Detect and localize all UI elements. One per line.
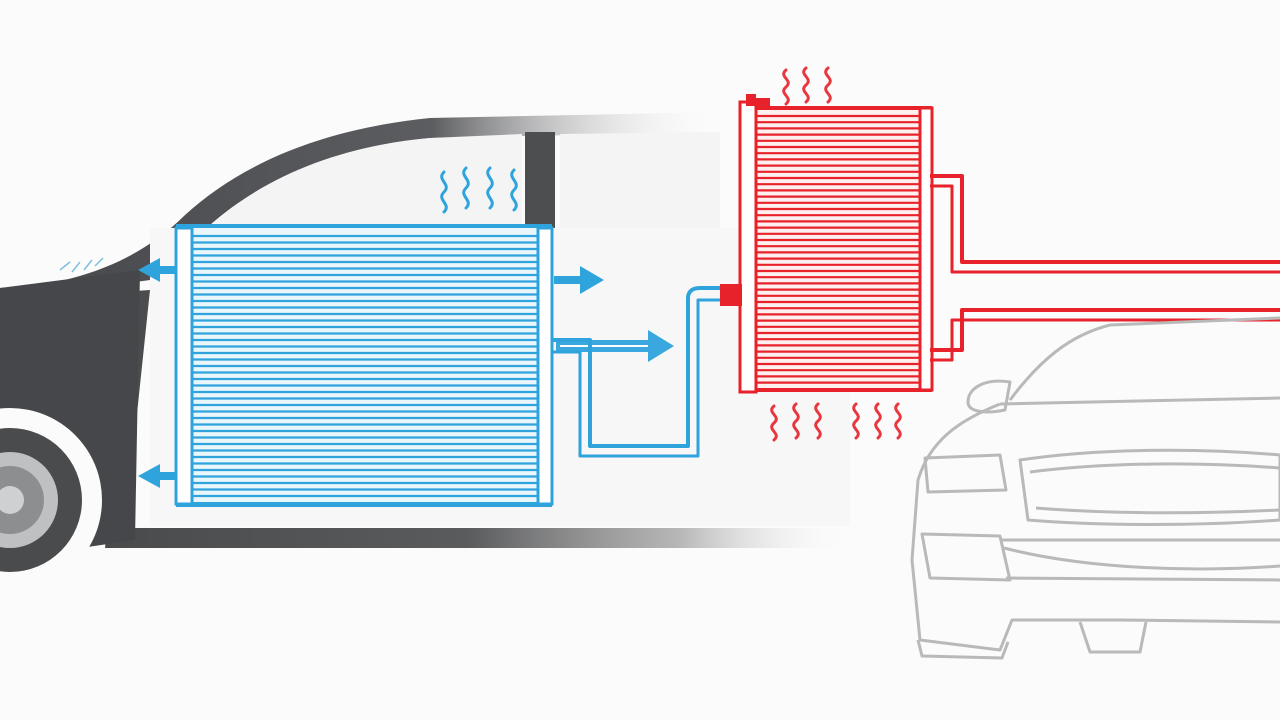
evaporator-radiator <box>174 224 554 507</box>
headlight-glint-icon <box>59 257 104 273</box>
arrow-right-top-icon <box>554 266 604 294</box>
cooling-waves-icon <box>440 166 518 214</box>
headlight-icon <box>923 453 1008 494</box>
cold-air-arrows <box>138 258 674 488</box>
b-pillar <box>525 132 555 232</box>
fog-lamp-icon <box>920 532 1012 582</box>
side-mirror-icon <box>966 379 1012 414</box>
refrigerant-pipe-cold <box>552 286 724 458</box>
refrigerant-pipe-hot <box>930 174 1280 362</box>
arrow-left-bottom-icon <box>138 464 175 488</box>
condenser-radiator <box>720 94 934 394</box>
wheel-icon <box>0 408 102 592</box>
heat-waves-icon <box>770 66 902 442</box>
arrow-left-top-icon <box>138 258 175 282</box>
grille-icon <box>1018 448 1280 526</box>
front-car-outline <box>910 316 1280 660</box>
